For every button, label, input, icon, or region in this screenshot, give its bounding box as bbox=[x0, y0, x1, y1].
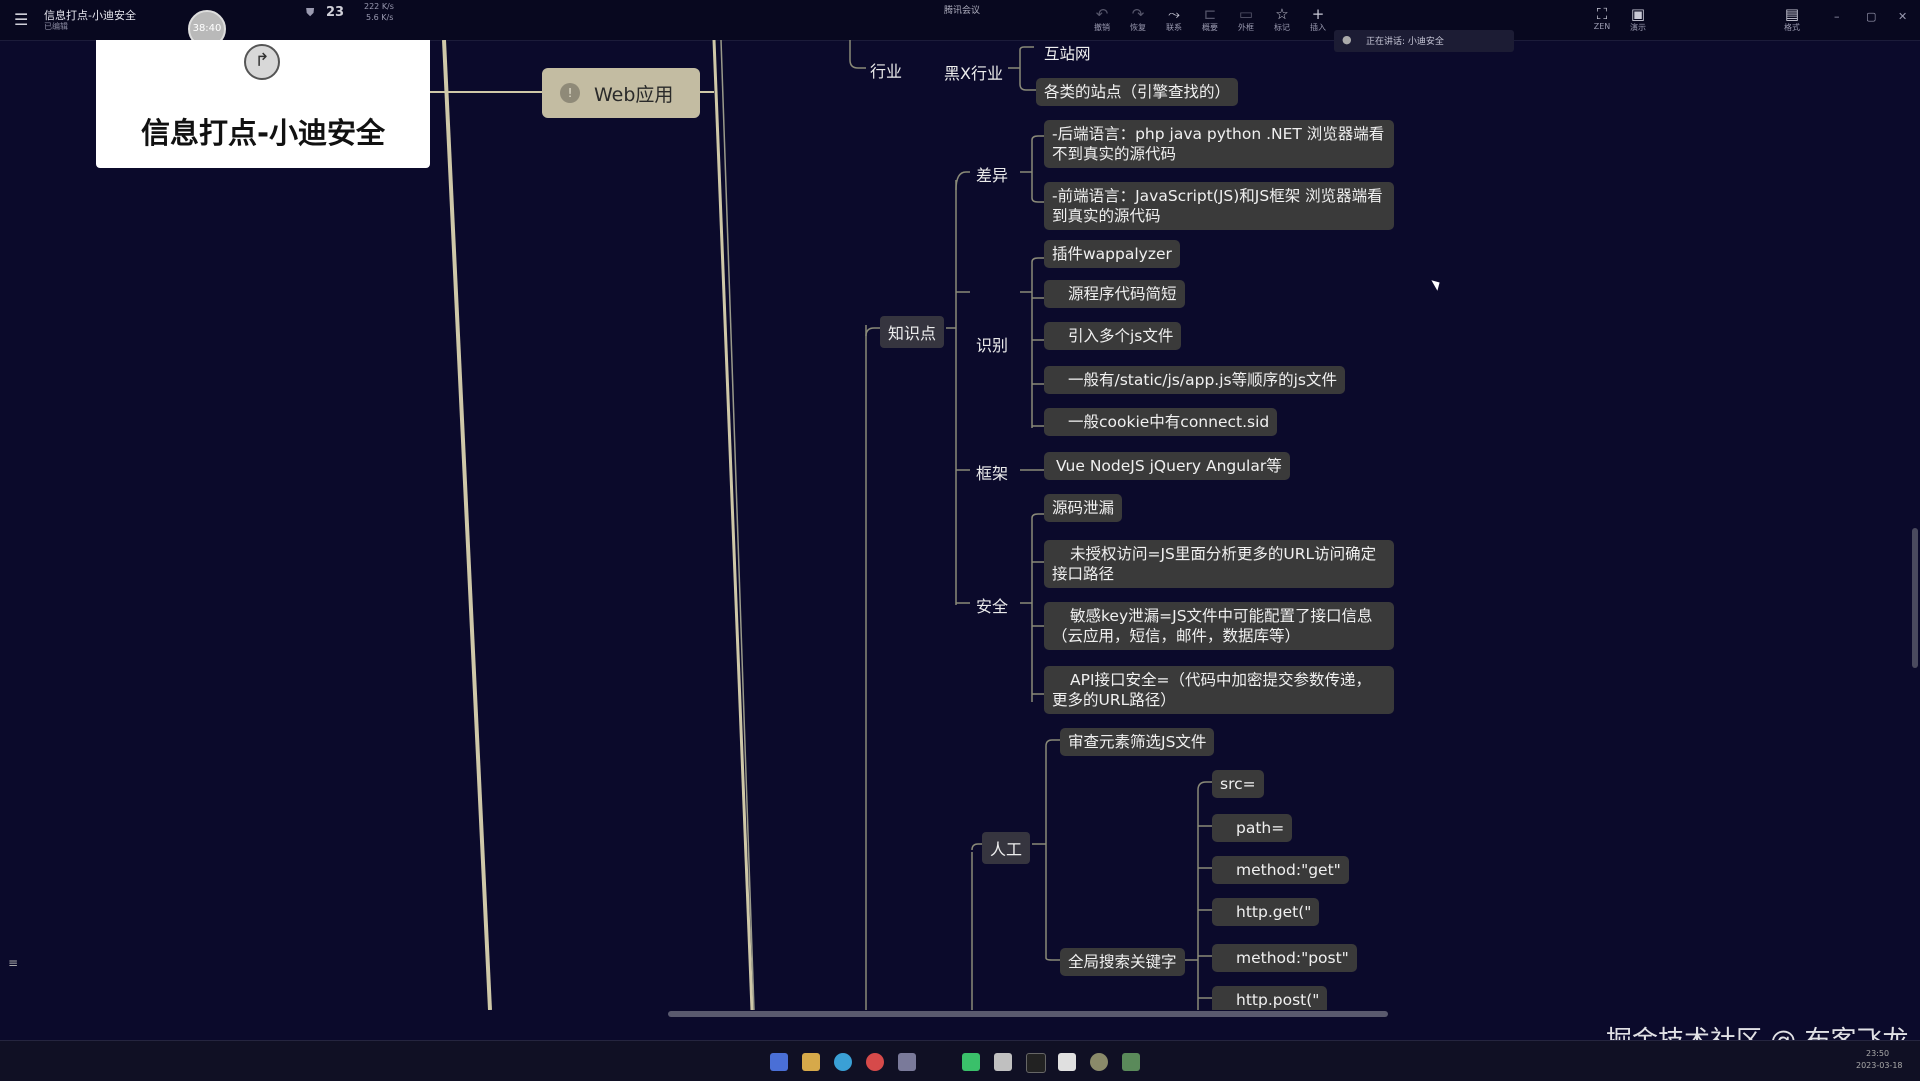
net-up: 222 K/s bbox=[364, 2, 394, 11]
meeting-icon[interactable] bbox=[962, 1053, 980, 1071]
security-label[interactable]: 安全 bbox=[976, 593, 1008, 617]
meeting-label[interactable]: 腾讯会议 bbox=[944, 3, 980, 16]
present-tool[interactable]: ▣演示 bbox=[1620, 6, 1656, 33]
outline-toggle-icon[interactable]: ≡ bbox=[8, 956, 18, 970]
shield-icon: ⛊ bbox=[306, 6, 314, 20]
title-bar: ☰ 信息打点-小迪安全 已编辑 38:40 ⛊ 23 222 K/s 5.6 K… bbox=[0, 0, 1920, 41]
identify-label[interactable]: 识别 bbox=[976, 332, 1008, 356]
search-node[interactable]: 全局搜索关键字 bbox=[1060, 948, 1185, 976]
diff-item[interactable]: -前端语言：JavaScript(JS)和JS框架 浏览器端看到真实的源代码 bbox=[1044, 182, 1394, 230]
taskbar: 23:50 2023-03-18 bbox=[0, 1040, 1920, 1081]
tool-label: ZEN bbox=[1594, 22, 1611, 31]
menu-icon[interactable]: ☰ bbox=[14, 10, 28, 29]
folder-icon[interactable] bbox=[802, 1053, 820, 1071]
minimize-icon[interactable]: – bbox=[1834, 10, 1840, 23]
star-tool[interactable]: ☆标记 bbox=[1264, 6, 1300, 33]
share-icon[interactable]: ↱ bbox=[244, 44, 280, 80]
app-icon[interactable] bbox=[898, 1053, 916, 1071]
redo-tool[interactable]: ↷恢复 bbox=[1120, 6, 1156, 33]
redo-icon: ↷ bbox=[1120, 6, 1156, 22]
link-icon: ⤳ bbox=[1156, 6, 1192, 22]
timer-text: 38:40 bbox=[193, 23, 222, 34]
framework-label[interactable]: 框架 bbox=[976, 460, 1008, 484]
tool-label: 撤销 bbox=[1094, 23, 1110, 32]
identify-item[interactable]: 插件wappalyzer bbox=[1044, 240, 1180, 268]
connector-lines bbox=[0, 40, 1920, 1010]
tool-label: 联系 bbox=[1166, 23, 1182, 32]
plus-tool[interactable]: +插入 bbox=[1300, 6, 1336, 33]
security-item[interactable]: 未授权访问=JS里面分析更多的URL访问确定接口路径 bbox=[1044, 540, 1394, 588]
knowledge-label[interactable]: 知识点 bbox=[880, 316, 944, 348]
industry-item[interactable]: 各类的站点（引擎查找的） bbox=[1036, 78, 1238, 106]
clock-time: 23:50 bbox=[1866, 1049, 1889, 1058]
summary-tool[interactable]: ⊏概要 bbox=[1192, 6, 1228, 33]
format-tool[interactable]: ▤格式 bbox=[1774, 6, 1810, 33]
mindmap-app-icon[interactable] bbox=[1090, 1053, 1108, 1071]
framework-item[interactable]: Vue NodeJS jQuery Angular等 bbox=[1044, 452, 1290, 480]
keyword-item[interactable]: http.post(" bbox=[1212, 986, 1327, 1010]
present-icon: ▣ bbox=[1620, 6, 1656, 22]
identify-item[interactable]: 一般有/static/js/app.js等顺序的js文件 bbox=[1044, 366, 1345, 394]
undo-tool[interactable]: ↶撤销 bbox=[1084, 6, 1120, 33]
industry-item[interactable]: 互站网 bbox=[1036, 40, 1099, 68]
manual-label[interactable]: 人工 bbox=[982, 832, 1030, 864]
security-item[interactable]: 敏感key泄漏=JS文件中可能配置了接口信息（云应用，短信，邮件，数据库等） bbox=[1044, 602, 1394, 650]
keyword-item[interactable]: http.get(" bbox=[1212, 898, 1319, 926]
notes-icon[interactable] bbox=[994, 1053, 1012, 1071]
summary-icon: ⊏ bbox=[1192, 6, 1228, 22]
security-item[interactable]: API接口安全=（代码中加密提交参数传递，更多的URL路径） bbox=[1044, 666, 1394, 714]
tool-label: 概要 bbox=[1202, 23, 1218, 32]
keyword-item[interactable]: method:"get" bbox=[1212, 856, 1349, 884]
star-icon: ☆ bbox=[1264, 6, 1300, 22]
title-card[interactable]: ↱ 信息打点-小迪安全 bbox=[96, 40, 430, 168]
identify-item[interactable]: 引入多个js文件 bbox=[1044, 322, 1181, 350]
format-icon: ▤ bbox=[1774, 6, 1810, 22]
terminal-icon[interactable] bbox=[1026, 1053, 1046, 1073]
industry-sub-label[interactable]: 黑X行业 bbox=[936, 56, 1011, 88]
close-icon[interactable]: ✕ bbox=[1898, 10, 1907, 23]
document-status: 已编辑 bbox=[44, 21, 68, 32]
maximize-icon[interactable]: ▢ bbox=[1866, 10, 1876, 23]
identify-item[interactable]: 源程序代码简短 bbox=[1044, 280, 1185, 308]
browser-icon[interactable] bbox=[834, 1053, 852, 1071]
diff-label[interactable]: 差异 bbox=[976, 162, 1008, 186]
net-down: 5.6 K/s bbox=[366, 13, 393, 22]
web-app-label: Web应用 bbox=[594, 80, 673, 107]
document-icon[interactable] bbox=[1058, 1053, 1076, 1071]
vertical-scrollbar[interactable] bbox=[1912, 528, 1918, 668]
info-icon: ! bbox=[560, 83, 580, 103]
keyword-item[interactable]: method:"post" bbox=[1212, 944, 1357, 972]
cpu-percent: 23 bbox=[326, 5, 344, 20]
zen-icon: ⛶ bbox=[1584, 6, 1620, 22]
clock-date: 2023-03-18 bbox=[1856, 1061, 1903, 1070]
industry-label[interactable]: 行业 bbox=[870, 58, 902, 82]
start-icon[interactable] bbox=[770, 1053, 788, 1071]
link-tool[interactable]: ⤳联系 bbox=[1156, 6, 1192, 33]
tool-label: 格式 bbox=[1784, 23, 1800, 32]
screenshot-icon[interactable] bbox=[1122, 1053, 1140, 1071]
tool-label: 演示 bbox=[1630, 23, 1646, 32]
title-card-text: 信息打点-小迪安全 bbox=[96, 110, 430, 152]
frame-icon: ▭ bbox=[1228, 6, 1264, 22]
horizontal-scrollbar[interactable] bbox=[668, 1011, 1388, 1017]
tool-label: 插入 bbox=[1310, 23, 1326, 32]
security-item[interactable]: 源码泄漏 bbox=[1044, 494, 1122, 522]
zen-tool[interactable]: ⛶ZEN bbox=[1584, 6, 1620, 31]
keyword-item[interactable]: src= bbox=[1212, 770, 1264, 798]
web-app-node[interactable]: ! Web应用 bbox=[542, 68, 700, 118]
tool-label: 标记 bbox=[1274, 23, 1290, 32]
diff-item[interactable]: -后端语言：php java python .NET 浏览器端看不到真实的源代码 bbox=[1044, 120, 1394, 168]
undo-icon: ↶ bbox=[1084, 6, 1120, 22]
frame-tool[interactable]: ▭外框 bbox=[1228, 6, 1264, 33]
tool-label: 恢复 bbox=[1130, 23, 1146, 32]
mindmap-canvas[interactable]: ↱ 信息打点-小迪安全 ! Web应用 行业 黑X行业 互站网各类的站点（引擎查… bbox=[0, 40, 1920, 1010]
plus-icon: + bbox=[1300, 6, 1336, 22]
review-node[interactable]: 审查元素筛选JS文件 bbox=[1060, 728, 1214, 756]
tool-label: 外框 bbox=[1238, 23, 1254, 32]
keyword-item[interactable]: path= bbox=[1212, 814, 1292, 842]
identify-item[interactable]: 一般cookie中有connect.sid bbox=[1044, 408, 1277, 436]
chrome-icon[interactable] bbox=[866, 1053, 884, 1071]
